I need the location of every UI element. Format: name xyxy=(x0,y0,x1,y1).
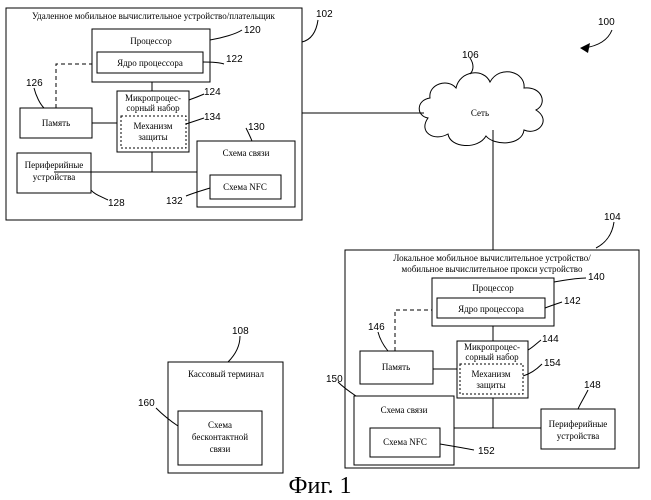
proxy-peripheral-label-1: Периферийные xyxy=(549,419,608,429)
payer-security-label-1: Механизм xyxy=(134,121,173,131)
proxy-security-label-2: защиты xyxy=(476,380,505,390)
ref-102: 102 xyxy=(316,9,333,20)
pos-contactless-label-1: Схема xyxy=(208,420,232,430)
proxy-peripheral-label-2: устройства xyxy=(557,431,599,441)
ref-100: 100 xyxy=(598,17,615,28)
payer-chipset-label-1: Микропроцес- xyxy=(125,93,181,103)
leader-148 xyxy=(578,390,588,409)
payer-chipset-label-2: сорный набор xyxy=(126,103,180,113)
proxy-memory-label: Память xyxy=(382,362,410,372)
payer-peripheral-label-1: Периферийные xyxy=(25,160,84,170)
leader-154 xyxy=(523,364,542,376)
proxy-security-label-1: Механизм xyxy=(472,369,511,379)
leader-132 xyxy=(186,188,210,196)
proxy-chipset-label-2: сорный набор xyxy=(465,352,519,362)
payer-processor-label: Процессор xyxy=(130,36,172,46)
leader-126 xyxy=(34,88,44,108)
network-label: Сеть xyxy=(471,108,489,118)
proxy-peripheral-box xyxy=(541,409,615,449)
ref-144: 144 xyxy=(542,334,559,345)
ref-108: 108 xyxy=(232,326,249,337)
ref-122: 122 xyxy=(226,54,243,65)
payer-peripheral-label-2: устройства xyxy=(33,172,75,182)
ref-150: 150 xyxy=(326,374,343,385)
proxy-comm-label: Схема связи xyxy=(381,405,428,415)
leader-146 xyxy=(378,332,388,351)
proxy-chipset-label-1: Микропроцес- xyxy=(464,342,520,352)
ref-142: 142 xyxy=(564,296,581,307)
ref-130: 130 xyxy=(248,122,265,133)
proxy-memory-dashed-link xyxy=(395,310,432,351)
ref-148: 148 xyxy=(584,380,601,391)
ref-134: 134 xyxy=(204,112,221,123)
proxy-device-title-2: мобильное вычислительное прокси устройст… xyxy=(402,264,583,274)
leader-104 xyxy=(596,222,614,248)
leader-124 xyxy=(189,94,204,100)
payer-memory-dashed-link xyxy=(56,64,92,108)
payer-core-label: Ядро процессора xyxy=(117,58,183,68)
payer-security-label-2: защиты xyxy=(138,132,167,142)
leader-120 xyxy=(210,30,242,40)
payer-memory-label: Память xyxy=(42,118,70,128)
ref-128: 128 xyxy=(108,198,125,209)
leader-102 xyxy=(302,20,318,42)
leader-140 xyxy=(554,278,586,282)
pos-terminal-title: Кассовый терминал xyxy=(188,369,264,379)
proxy-core-label: Ядро процессора xyxy=(458,304,524,314)
leader-122 xyxy=(203,62,224,64)
payer-comm-label: Схема связи xyxy=(223,148,270,158)
ref-124: 124 xyxy=(204,87,221,98)
payer-nfc-label: Схема NFC xyxy=(223,182,267,192)
payer-device-title: Удаленное мобильное вычислительное устро… xyxy=(32,11,276,21)
figure-caption: Фиг. 1 xyxy=(289,473,352,499)
ref-140: 140 xyxy=(588,272,605,283)
ref-104: 104 xyxy=(604,212,621,223)
leader-144 xyxy=(528,340,541,350)
proxy-processor-label: Процессор xyxy=(472,283,514,293)
ref-120: 120 xyxy=(244,25,261,36)
pos-contactless-label-3: связи xyxy=(210,444,231,454)
ref-146: 146 xyxy=(368,322,385,333)
leader-160 xyxy=(156,408,178,426)
pos-contactless-label-2: бесконтактной xyxy=(192,432,248,442)
leader-128 xyxy=(91,190,108,200)
ref-106: 106 xyxy=(462,50,479,61)
ref-152: 152 xyxy=(478,446,495,457)
arrowhead-100 xyxy=(580,43,590,53)
ref-154: 154 xyxy=(544,358,561,369)
proxy-nfc-label: Схема NFC xyxy=(383,437,427,447)
leader-108 xyxy=(228,336,240,362)
ref-160: 160 xyxy=(138,398,155,409)
leader-152 xyxy=(440,444,474,450)
proxy-device-title-1: Локальное мобильное вычислительное устро… xyxy=(393,253,591,263)
ref-132: 132 xyxy=(166,196,183,207)
ref-126: 126 xyxy=(26,78,43,89)
